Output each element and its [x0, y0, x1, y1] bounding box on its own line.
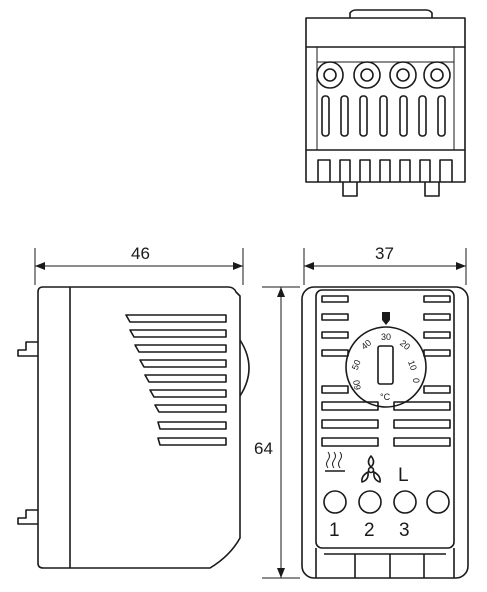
side-width-label: 46: [131, 244, 150, 263]
terminal-label-2: 2: [364, 520, 375, 541]
dial-unit: °C: [380, 392, 391, 402]
fan-symbol-icon: [361, 455, 381, 483]
temperature-dial[interactable]: 60 50 40 30 20 10 0 °C: [345, 326, 427, 408]
dial-mark-30: 30: [381, 332, 391, 342]
load-symbol: L: [398, 465, 409, 486]
front-lower-vents: [321, 385, 451, 447]
top-slots: [321, 95, 446, 137]
terminal-label-1: 1: [329, 520, 340, 541]
side-view: 46: [17, 244, 250, 569]
terminal-label-3: 3: [399, 520, 410, 541]
heater-symbol-icon: [325, 451, 345, 472]
dial-mark-50: 50: [350, 358, 363, 371]
height-label: 64: [254, 439, 273, 458]
dial-pointer: [382, 312, 390, 325]
dial-mark-60: 60: [351, 379, 363, 391]
top-view: [305, 9, 466, 197]
dial-mark-20: 20: [398, 338, 412, 352]
dimension-height: 64: [252, 286, 300, 579]
terminal-holes: [323, 490, 450, 514]
dial-mark-0: 0: [411, 378, 421, 383]
top-terminal-screws: [316, 61, 454, 89]
front-view: 37 64: [252, 244, 469, 579]
side-fins: [125, 314, 227, 446]
dial-mark-10: 10: [406, 359, 419, 372]
dimension-front-width: 37: [303, 244, 467, 285]
dimension-side-width: 46: [34, 244, 244, 285]
dial-mark-40: 40: [359, 338, 373, 352]
front-top-vents: [321, 295, 451, 357]
front-width-label: 37: [375, 244, 394, 263]
